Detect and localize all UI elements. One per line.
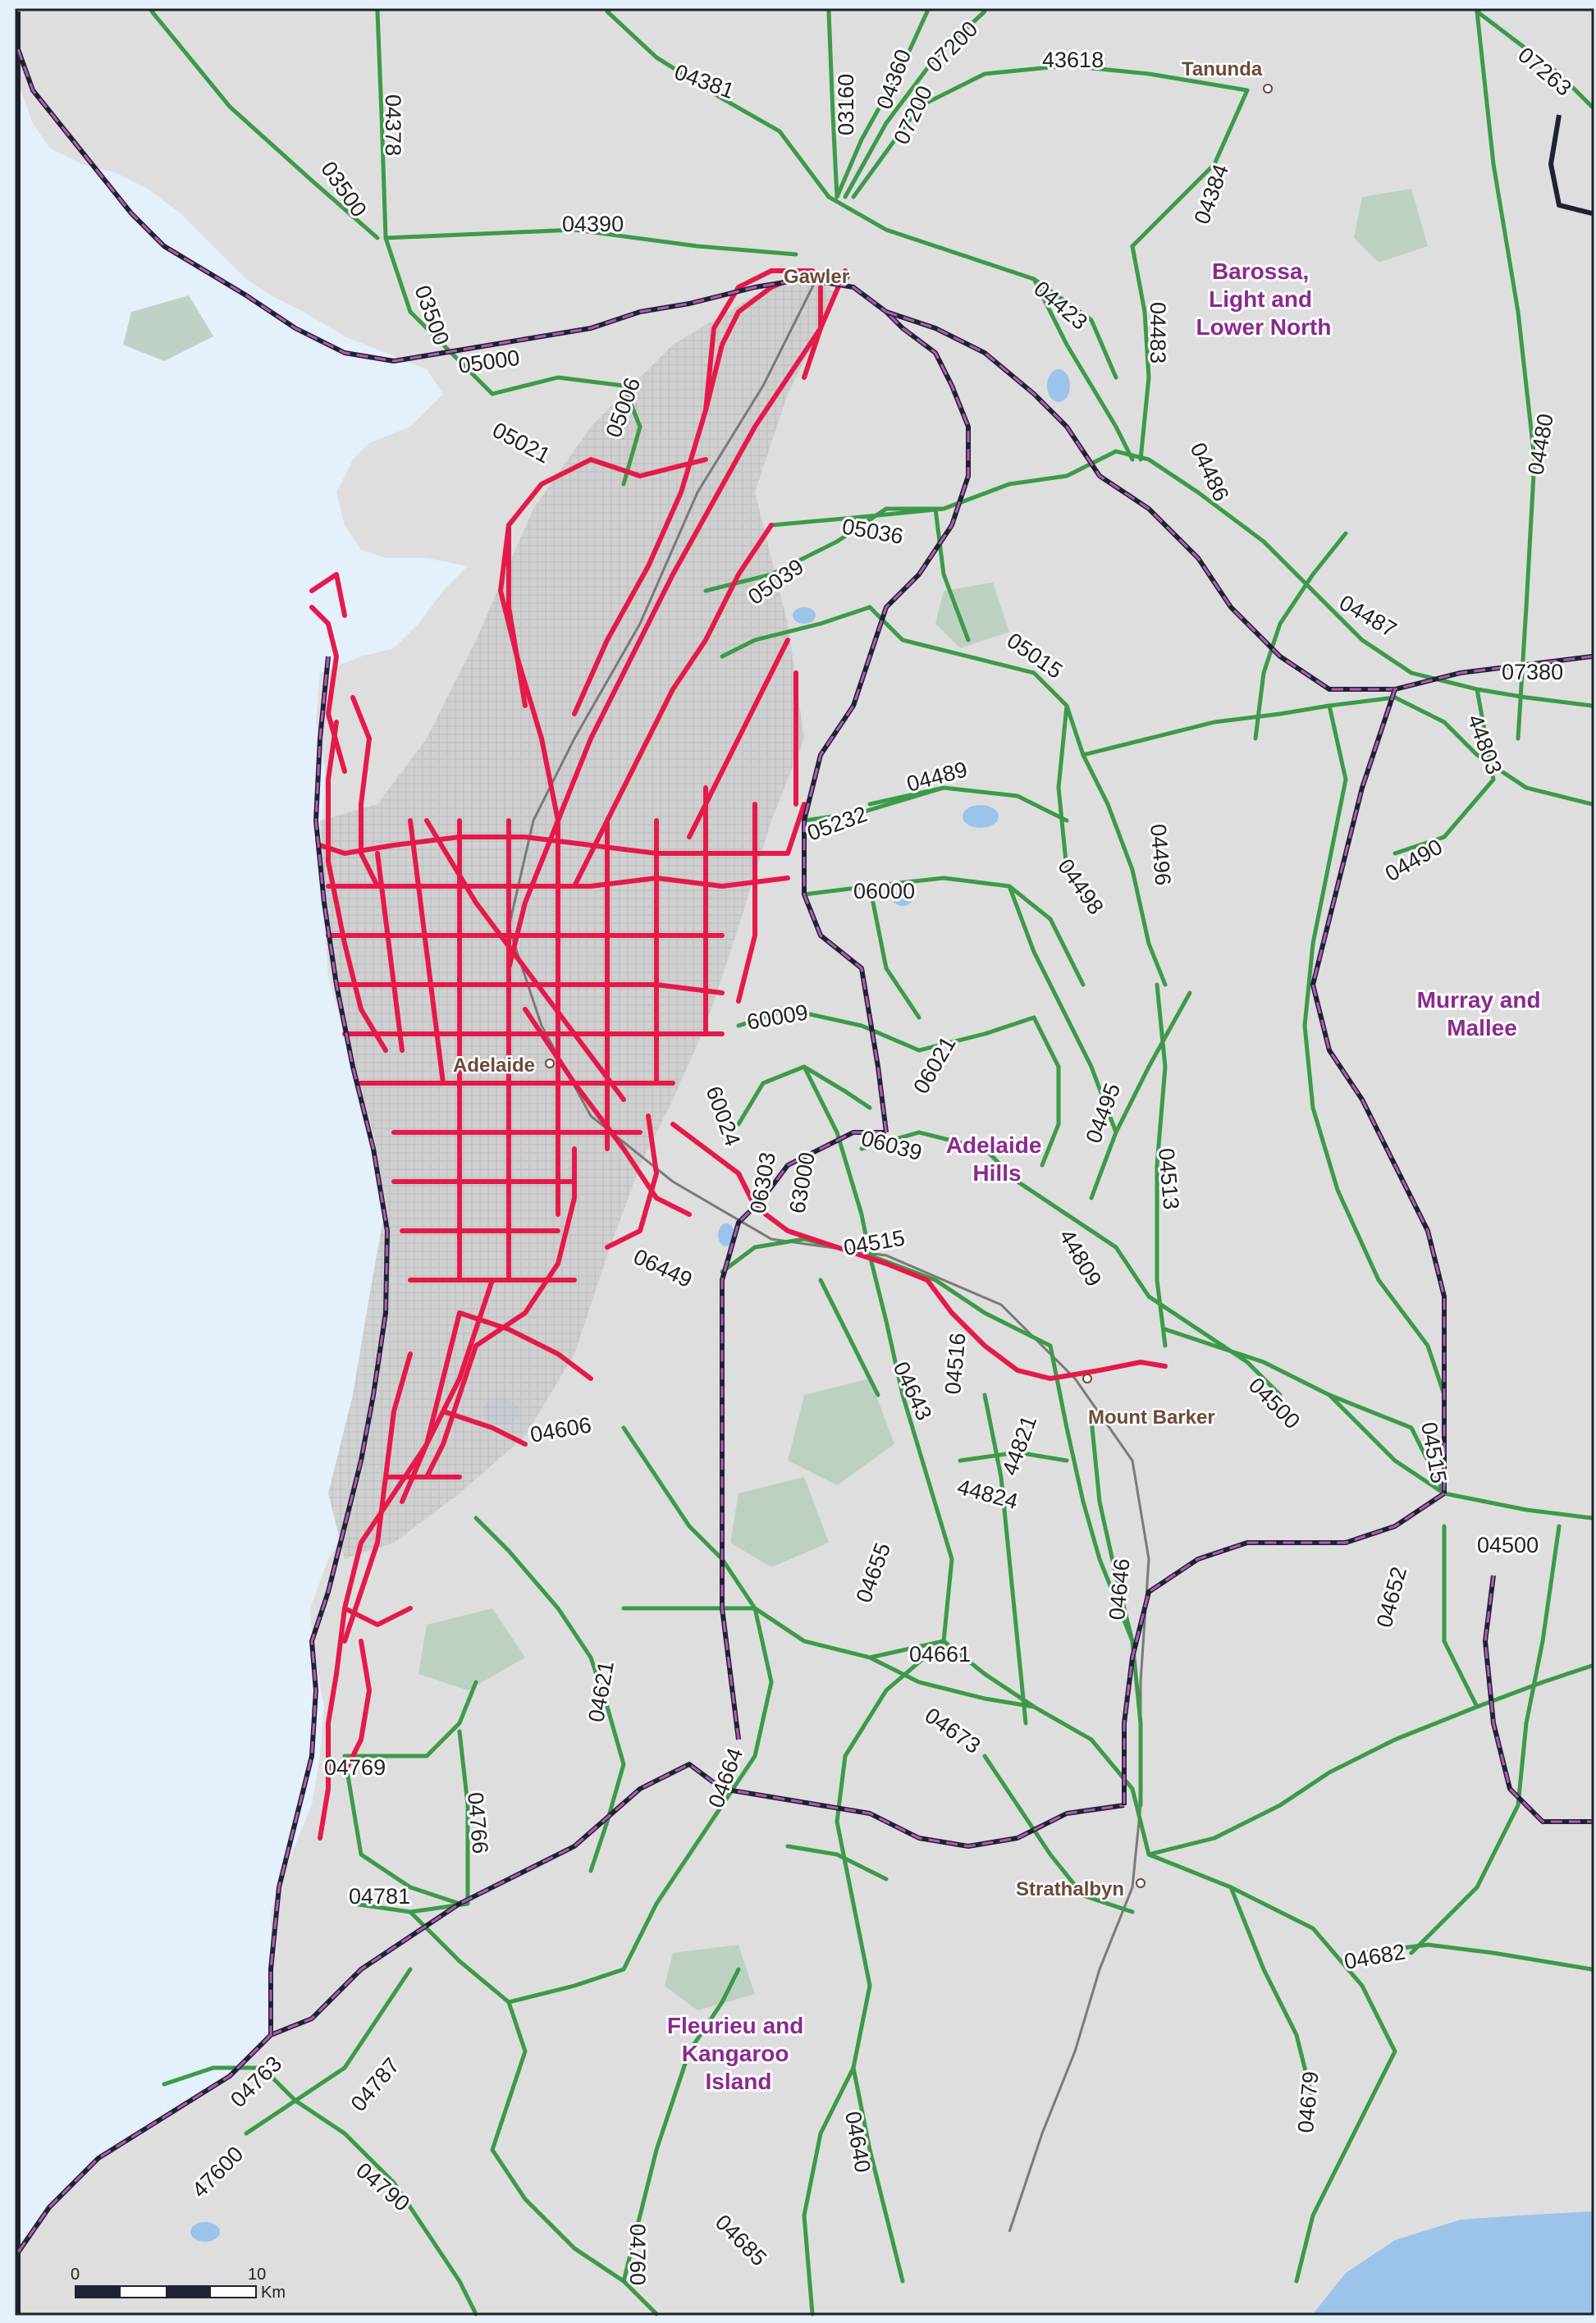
road-label: 04500 [1477,1533,1539,1557]
road-label: 04378 [381,94,405,156]
road-label: 04760 [625,2224,650,2285]
road-label: 06000 [853,879,915,903]
road-label: 04646 [1104,1557,1134,1621]
park-areas [123,189,1428,2010]
railway-line [507,270,1150,2233]
scale-start-label: 0 [71,2266,80,2284]
town-labels: Tanunda Gawler Adelaide Mount Barker Str… [451,57,1265,1903]
town-label-strathalbyn: Strathalbyn [1016,1878,1124,1900]
land-area [18,11,1592,2314]
road-label: 04483 [1146,302,1170,364]
town-label-adelaide: Adelaide [453,1054,535,1077]
region-label-adelaide-hills: Adelaide Hills [946,1132,1048,1186]
road-label: 04390 [562,212,624,236]
primary-arterials [309,268,1168,1841]
road-label: 04661 [909,1642,971,1667]
scale-bar: 0 10 Km [71,2266,286,2302]
scale-unit-label: Km [261,2284,286,2302]
road-label: 04781 [349,1884,410,1909]
town-label-gawler: Gawler [784,266,849,288]
town-markers [545,84,1273,1888]
road-label: 43618 [1042,48,1104,72]
region-boundaries [16,11,1593,2314]
road-label: 04513 [1154,1147,1183,1210]
road-label: 07380 [1502,660,1563,684]
region-label-barossa: Barossa, Light and Lower North [1196,258,1332,340]
region-label-murray-mallee: Murray and Mallee [1417,987,1548,1040]
urban-area [320,271,837,1559]
road-network [149,9,1594,2316]
town-label-tanunda: Tanunda [1182,58,1263,80]
road-label: 04516 [940,1332,970,1395]
road-label: 03160 [834,74,858,135]
road-label: 04769 [324,1755,386,1780]
map-border [15,8,1594,2316]
coastal-water-southeast [1313,2211,1592,2314]
road-label: 04496 [1146,823,1175,886]
region-label-fleurieu: Fleurieu and Kangaroo Island [667,2013,810,2094]
region-labels: Barossa, Light and Lower North Murray an… [665,256,1548,2097]
scale-end-label: 10 [248,2266,266,2284]
town-label-mount-barker: Mount Barker [1088,1406,1215,1429]
